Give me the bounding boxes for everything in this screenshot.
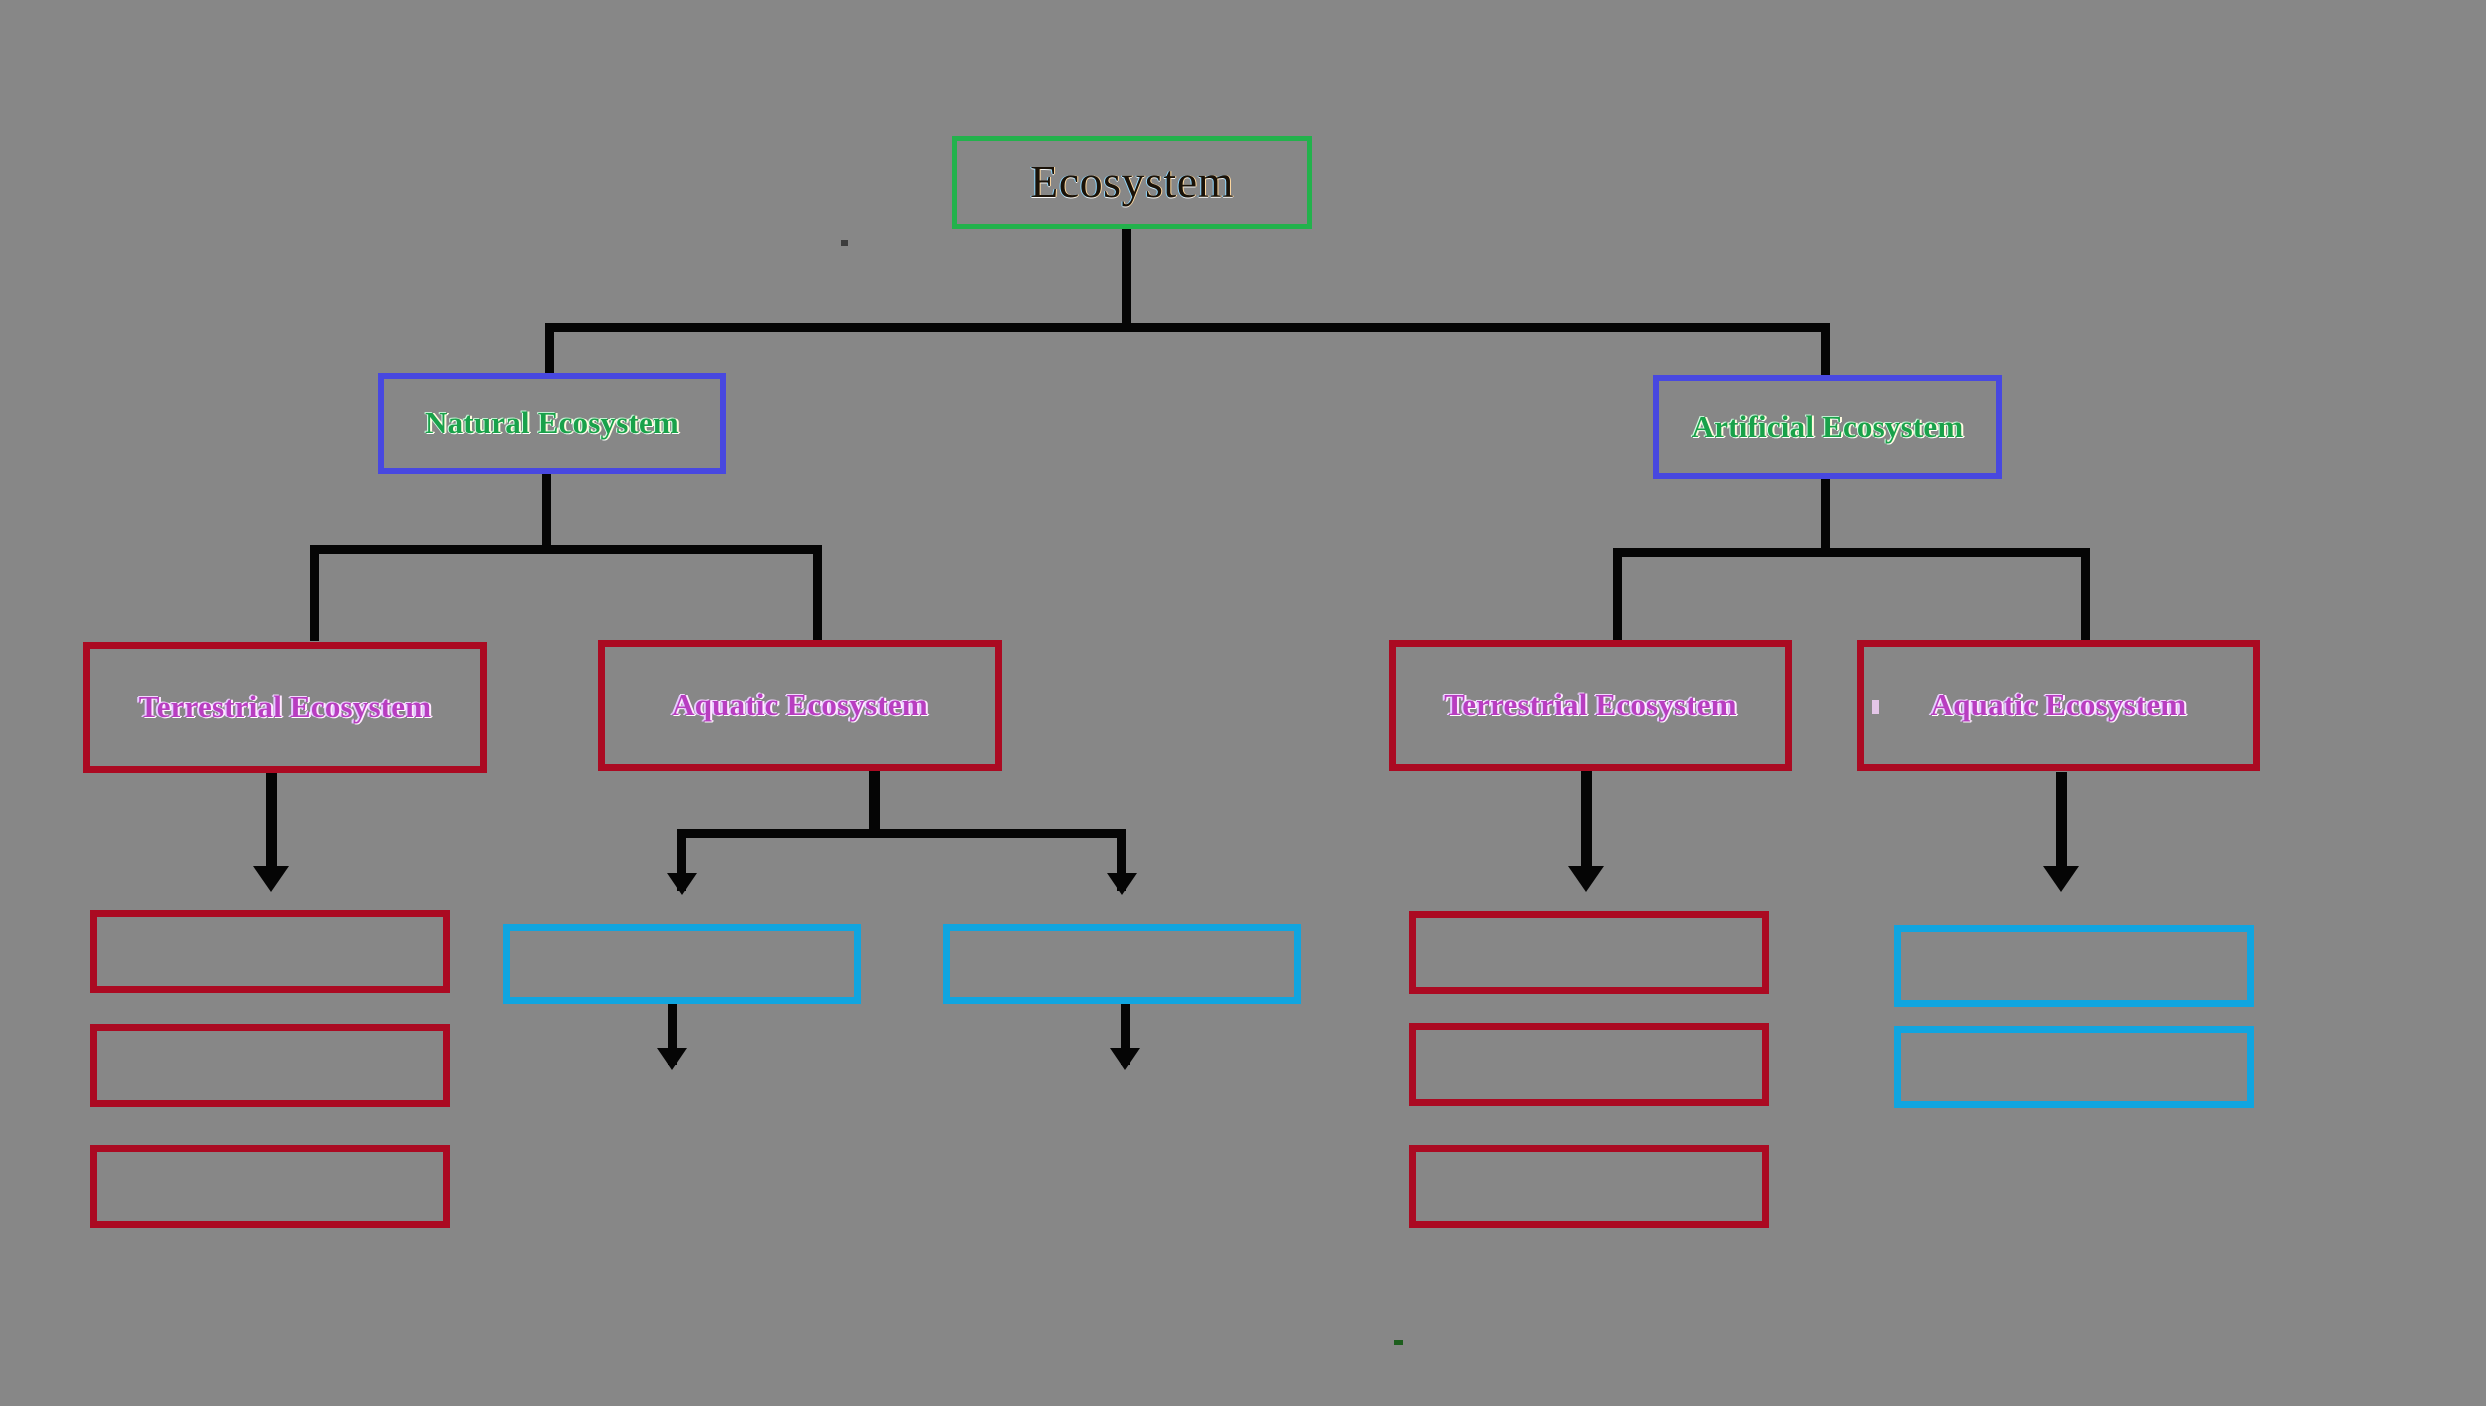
connector-nat-aquatic-right-shaft	[1117, 829, 1126, 891]
connector-root-to-artificial	[1821, 323, 1830, 375]
artifact-tick-aquatic-right	[1872, 700, 1879, 714]
leaf-natural-aquatic-2[interactable]	[943, 924, 1301, 1004]
node-artificial-ecosystem[interactable]: Artificial Ecosystem	[1653, 375, 2002, 479]
connector-cyan-left-dangling-shaft	[668, 1003, 677, 1065]
connector-root-bar	[545, 323, 1830, 332]
connector-art-terrestrial-arrow-shaft	[1581, 770, 1592, 882]
connector-artificial-to-terrestrial	[1613, 548, 1622, 641]
connector-natural-bar	[310, 545, 822, 554]
leaf-natural-terrestrial-2[interactable]	[90, 1024, 450, 1107]
artifact-dot-lower	[1394, 1340, 1403, 1345]
leaf-natural-terrestrial-3[interactable]	[90, 1145, 450, 1228]
cyan-right-dangling-arrow-head	[1110, 1048, 1140, 1070]
node-natural-terrestrial-label: Terrestrial Ecosystem	[138, 689, 432, 725]
connector-nat-aquatic-bar	[677, 829, 1126, 838]
node-artificial-ecosystem-label: Artificial Ecosystem	[1691, 408, 1964, 444]
node-artificial-terrestrial-label: Terrestrial Ecosystem	[1444, 687, 1737, 723]
connector-art-aquatic-arrow-shaft	[2056, 772, 2067, 882]
node-natural-terrestrial-ecosystem[interactable]: Terrestrial Ecosystem	[83, 642, 487, 773]
node-ecosystem-label: Ecosystem	[1030, 156, 1234, 208]
connector-root-to-natural	[545, 323, 554, 375]
node-artificial-aquatic-ecosystem[interactable]: Aquatic Ecosystem	[1857, 640, 2260, 771]
leaf-artificial-terrestrial-1[interactable]	[1409, 911, 1769, 994]
leaf-artificial-aquatic-1[interactable]	[1894, 925, 2254, 1007]
connector-root-stem	[1122, 228, 1131, 328]
artifact-dot-upper	[841, 240, 848, 246]
cyan-left-dangling-arrow-head	[657, 1048, 687, 1070]
leaf-natural-aquatic-1[interactable]	[503, 924, 861, 1004]
connector-cyan-right-dangling-shaft	[1121, 1003, 1130, 1065]
nat-aquatic-left-arrow-head	[667, 873, 697, 895]
connector-artificial-stem	[1821, 478, 1830, 556]
connector-nat-terrestrial-arrow-shaft	[266, 772, 277, 882]
node-natural-ecosystem[interactable]: Natural Ecosystem	[378, 373, 726, 474]
leaf-natural-terrestrial-1[interactable]	[90, 910, 450, 993]
art-terrestrial-arrow-head	[1568, 866, 1604, 892]
art-aquatic-arrow-head	[2043, 866, 2079, 892]
node-artificial-terrestrial-ecosystem[interactable]: Terrestrial Ecosystem	[1389, 640, 1792, 771]
connector-natural-to-aquatic	[813, 545, 822, 641]
connector-artificial-bar	[1613, 548, 2090, 557]
leaf-artificial-terrestrial-3[interactable]	[1409, 1145, 1769, 1228]
node-artificial-aquatic-label: Aquatic Ecosystem	[1930, 687, 2187, 723]
connector-artificial-to-aquatic	[2081, 548, 2090, 641]
connector-natural-to-terrestrial	[310, 545, 319, 641]
node-natural-ecosystem-label: Natural Ecosystem	[425, 405, 679, 441]
leaf-artificial-aquatic-2[interactable]	[1894, 1026, 2254, 1108]
connector-nat-aquatic-stem	[869, 770, 880, 836]
node-ecosystem[interactable]: Ecosystem	[952, 136, 1312, 229]
connector-nat-aquatic-left-shaft	[677, 829, 686, 891]
node-natural-aquatic-label: Aquatic Ecosystem	[672, 687, 928, 723]
connector-natural-stem	[542, 474, 551, 552]
nat-terrestrial-arrow-head	[253, 866, 289, 892]
node-natural-aquatic-ecosystem[interactable]: Aquatic Ecosystem	[598, 640, 1002, 771]
nat-aquatic-right-arrow-head	[1107, 873, 1137, 895]
leaf-artificial-terrestrial-2[interactable]	[1409, 1023, 1769, 1106]
